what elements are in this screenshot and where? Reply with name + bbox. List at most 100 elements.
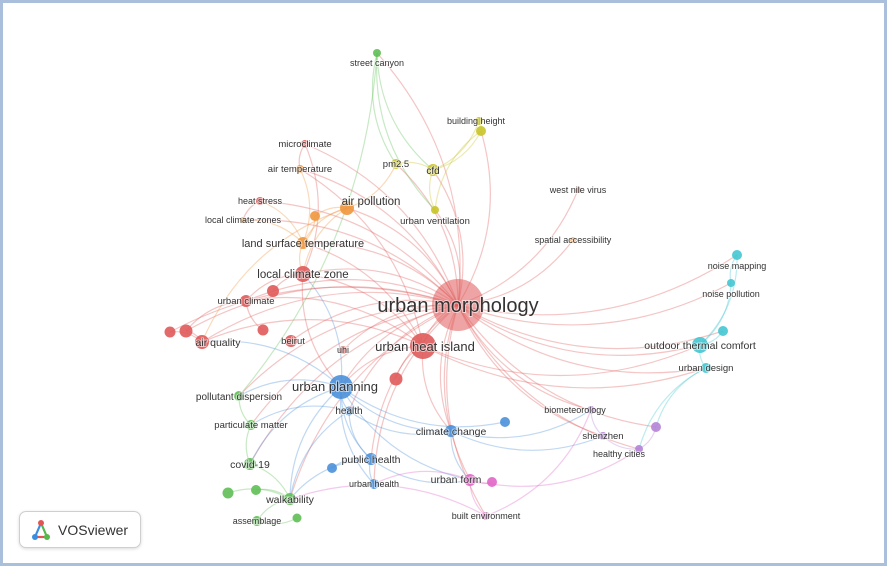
node-green-c[interactable]	[292, 513, 302, 523]
node-walkability[interactable]	[284, 493, 296, 505]
label-pm2-5[interactable]: pm2.5	[382, 158, 410, 171]
label-healthy-cities[interactable]: healthy cities	[592, 448, 647, 460]
label-urban-morphology[interactable]: urban morphology	[376, 294, 539, 318]
label-beirut[interactable]: beirut	[280, 335, 306, 348]
label-urban-health[interactable]: urban health	[348, 478, 400, 490]
node-red-b[interactable]	[164, 326, 176, 338]
node-cfd[interactable]	[427, 164, 439, 176]
label-urban-heat-island[interactable]: urban heat island	[374, 338, 476, 355]
label-cfd[interactable]: cfd	[425, 165, 440, 178]
node-health[interactable]	[344, 406, 354, 416]
vosviewer-badge[interactable]: VOSviewer	[19, 511, 141, 548]
label-urban-planning[interactable]: urban planning	[291, 378, 379, 395]
label-microclimate[interactable]: microclimate	[277, 138, 332, 151]
label-built-environment[interactable]: built environment	[451, 510, 522, 522]
link-urban-heat-island-outdoor-thermal-comfort	[422, 344, 701, 377]
node-beirut[interactable]	[285, 335, 297, 347]
node-urban-morphology[interactable]	[432, 279, 484, 331]
label-noise-pollution[interactable]: noise pollution	[701, 288, 761, 300]
label-urban-ventilation[interactable]: urban ventilation	[399, 215, 471, 228]
label-urban-form[interactable]: urban form	[430, 473, 483, 487]
node-urban-ventilation[interactable]	[431, 206, 439, 214]
node-cyan-a[interactable]	[718, 326, 728, 336]
network-links	[169, 52, 738, 525]
label-walkability[interactable]: walkability	[264, 493, 316, 507]
node-local-climate-zone[interactable]	[295, 266, 311, 282]
label-uhi[interactable]: uhi	[336, 344, 350, 356]
node-street-canyon[interactable]	[373, 49, 381, 57]
node-west-nile-virus[interactable]	[575, 187, 581, 193]
node-blue-b[interactable]	[327, 463, 337, 473]
node-shenzhen[interactable]	[599, 432, 607, 440]
label-climate-change[interactable]: climate change	[415, 425, 488, 439]
node-uhi[interactable]	[339, 346, 347, 354]
label-street-canyon[interactable]: street canyon	[349, 57, 405, 69]
node-urban-heat-island[interactable]	[410, 333, 436, 359]
node-urban-climate[interactable]	[240, 295, 252, 307]
node-blue-a[interactable]	[500, 417, 510, 427]
label-building-height[interactable]: building height	[446, 115, 507, 127]
node-biometeorology[interactable]	[587, 406, 595, 414]
node-noise-mapping[interactable]	[732, 250, 742, 260]
label-health[interactable]: health	[334, 405, 363, 418]
node-red-d[interactable]	[267, 285, 279, 297]
node-assemblage[interactable]	[252, 516, 262, 526]
node-climate-change[interactable]	[445, 425, 457, 437]
node-urban-design[interactable]	[701, 363, 711, 373]
label-assemblage[interactable]: assemblage	[232, 515, 283, 527]
node-air-temperature[interactable]	[296, 165, 304, 173]
node-land-surface-temperature[interactable]	[297, 237, 309, 249]
node-green-b[interactable]	[251, 485, 261, 495]
node-urban-planning[interactable]	[329, 375, 353, 399]
node-local-climate-zones[interactable]	[240, 217, 246, 223]
label-air-pollution[interactable]: air pollution	[341, 195, 402, 209]
node-spatial-accessibility[interactable]	[570, 237, 576, 243]
label-biometeorology[interactable]: biometeorology	[543, 404, 607, 416]
node-red-a[interactable]	[179, 324, 193, 338]
node-built-environment[interactable]	[482, 512, 490, 520]
node-purple-a[interactable]	[651, 422, 661, 432]
label-urban-design[interactable]: urban design	[678, 362, 735, 375]
link-urban-morphology-covid-19	[249, 304, 459, 465]
label-air-temperature[interactable]: air temperature	[267, 163, 333, 176]
label-public-health[interactable]: public health	[341, 453, 402, 467]
label-air-quality[interactable]: air quality	[195, 336, 243, 350]
co-occurrence-network[interactable]: urban morphology urban heat island local c…	[3, 3, 884, 563]
node-air-quality[interactable]	[195, 335, 209, 349]
node-orange-a[interactable]	[310, 211, 320, 221]
node-red-e[interactable]	[257, 324, 269, 336]
node-pink-a[interactable]	[487, 477, 497, 487]
node-particulate-matter[interactable]	[246, 420, 256, 430]
node-microclimate[interactable]	[301, 140, 309, 148]
label-noise-mapping[interactable]: noise mapping	[707, 260, 768, 272]
node-pollutant-dispersion[interactable]	[234, 391, 244, 401]
node-noise-pollution[interactable]	[727, 279, 735, 287]
label-covid-19[interactable]: covid-19	[229, 458, 271, 472]
node-urban-form[interactable]	[464, 474, 476, 486]
node-green-a[interactable]	[222, 487, 234, 499]
node-urban-health[interactable]	[369, 479, 379, 489]
node-yellow-a[interactable]	[475, 117, 483, 125]
label-particulate-matter[interactable]: particulate matter	[213, 419, 288, 432]
node-building-height[interactable]	[476, 126, 486, 136]
label-local-climate-zone[interactable]: local climate zone	[256, 268, 349, 282]
label-outdoor-thermal-comfort[interactable]: outdoor thermal comfort	[643, 339, 757, 353]
node-air-pollution[interactable]	[340, 201, 354, 215]
node-pm2-5[interactable]	[391, 159, 401, 169]
label-shenzhen[interactable]: shenzhen	[581, 430, 624, 443]
node-covid-19[interactable]	[244, 458, 256, 470]
node-red-c[interactable]	[389, 372, 403, 386]
label-local-climate-zones[interactable]: local climate zones	[204, 214, 283, 226]
label-spatial-accessibility[interactable]: spatial accessibility	[534, 234, 613, 246]
node-public-health[interactable]	[365, 453, 377, 465]
node-heat-stress[interactable]	[256, 197, 264, 205]
link-urban-morphology-microclimate	[304, 143, 459, 306]
label-heat-stress[interactable]: heat stress	[237, 195, 284, 207]
label-west-nile-virus[interactable]: west nile virus	[548, 184, 608, 196]
label-land-surface-temperature[interactable]: land surface temperature	[241, 237, 365, 251]
node-outdoor-thermal-comfort[interactable]	[692, 337, 708, 353]
label-urban-climate[interactable]: urban climate	[216, 295, 275, 308]
label-pollutant-dispersion[interactable]: pollutant dispersion	[195, 391, 283, 404]
node-healthy-cities[interactable]	[635, 445, 643, 453]
